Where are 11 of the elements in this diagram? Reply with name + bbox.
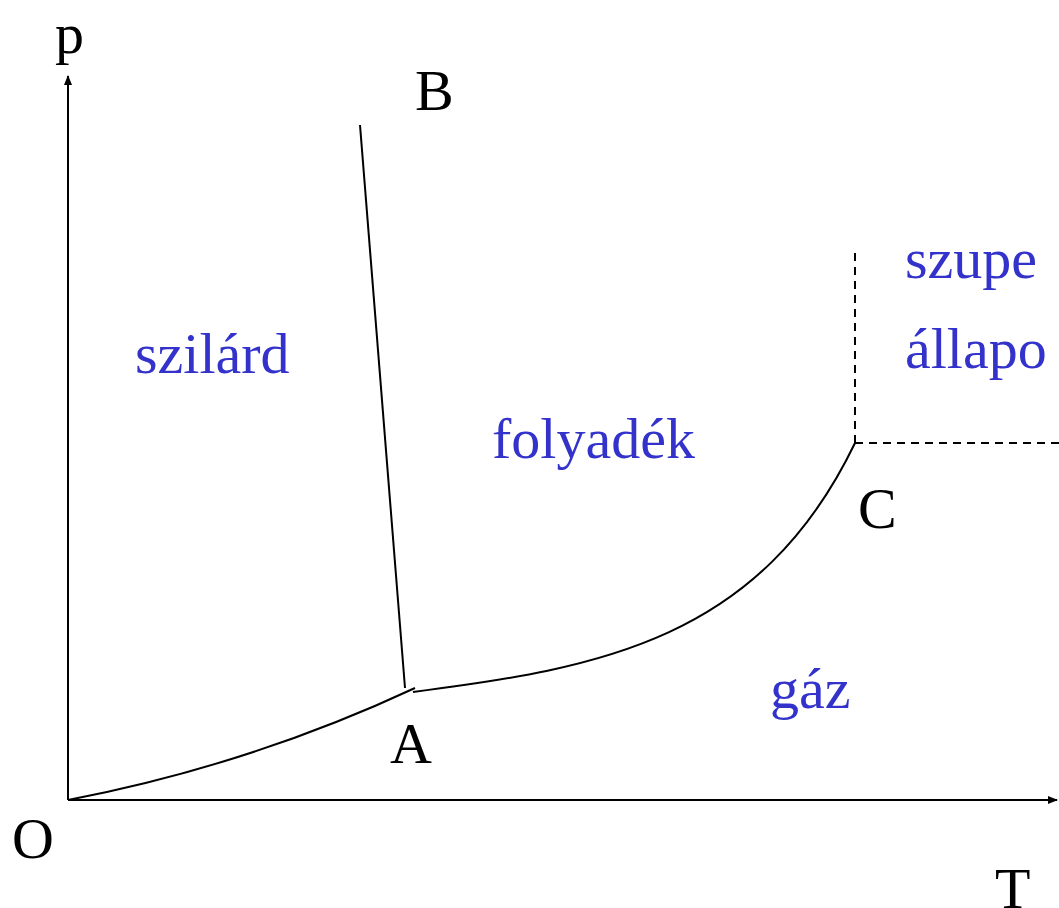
point-label: A — [390, 715, 432, 773]
region-label: szupe — [905, 230, 1038, 288]
region-label: gáz — [770, 660, 851, 718]
region-label: állapo — [905, 320, 1047, 378]
point-label: O — [12, 810, 54, 868]
point-label: B — [415, 62, 454, 120]
point-label: C — [858, 480, 897, 538]
region-label: szilárd — [135, 325, 290, 383]
axis-label: T — [995, 860, 1031, 908]
axis-label: p — [55, 5, 84, 63]
region-label: folyadék — [492, 410, 695, 468]
